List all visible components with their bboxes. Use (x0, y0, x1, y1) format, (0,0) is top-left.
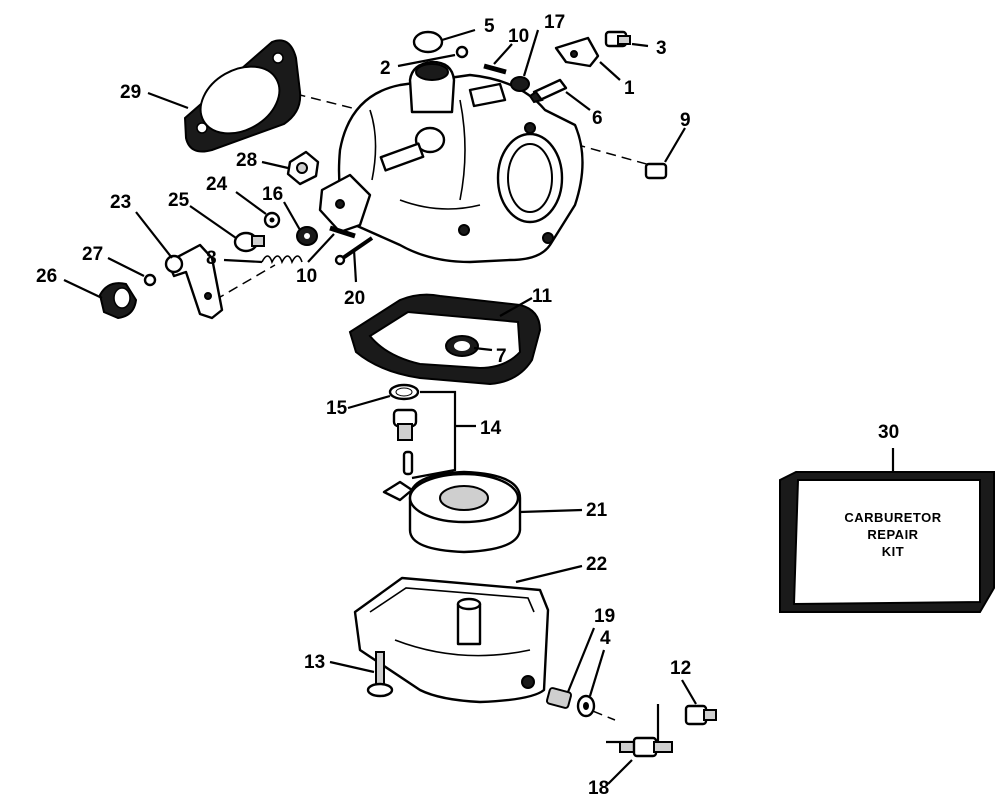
part-17-washer (510, 76, 530, 92)
callout-21: 21 (586, 500, 608, 521)
kit-label-line-2: REPAIR (867, 527, 918, 542)
callout-8: 8 (206, 248, 217, 269)
callout-20: 20 (344, 288, 365, 309)
part-8-spring (261, 255, 303, 265)
part-5-cup-plug (412, 30, 444, 54)
callout-13: 13 (304, 652, 325, 673)
part-18-fitting (619, 736, 673, 758)
part-22-float-bowl (353, 576, 550, 704)
callout-23: 23 (110, 192, 131, 213)
callout-30: 30 (878, 422, 899, 443)
kit-label-line-1: CARBURETOR (844, 510, 941, 525)
part-13-screw (366, 651, 394, 698)
callout-14: 14 (480, 418, 502, 439)
part-11-bowl-gasket (348, 293, 542, 386)
part-1-clip (554, 36, 600, 68)
callout-2: 2 (380, 58, 391, 79)
callout-11: 11 (532, 286, 553, 307)
callout-27: 27 (82, 244, 103, 265)
callout-28: 28 (236, 150, 257, 171)
part-30-repair-kit-box: CARBURETOR REPAIR KIT (779, 471, 995, 613)
callout-12: 12 (670, 658, 691, 679)
part-27-ring (143, 273, 157, 287)
part-14-needle-valve (392, 408, 418, 476)
part-26-bushing (98, 282, 138, 320)
callout-19: 19 (594, 606, 615, 627)
callout-24: 24 (206, 174, 228, 195)
part-24-washer (263, 211, 281, 229)
callout-9: 9 (680, 110, 691, 131)
part-16-washer (296, 226, 318, 246)
part-15-washer (388, 383, 420, 401)
callout-16: 16 (262, 184, 283, 205)
carburetor-body (337, 60, 584, 264)
part-19-plug (545, 687, 573, 709)
part-29-flange-gasket (183, 39, 302, 153)
kit-label-line-3: KIT (882, 544, 904, 559)
part-20-screw (334, 236, 374, 266)
part-10-pin-top (483, 63, 507, 75)
callout-25: 25 (168, 190, 190, 211)
part-12-plug-screw (684, 704, 717, 726)
part-7-seal (445, 335, 479, 357)
callout-17: 17 (544, 12, 565, 33)
callout-26: 26 (36, 266, 57, 287)
part-4-washer (576, 694, 596, 718)
callout-6: 6 (592, 108, 603, 129)
callout-5: 5 (484, 16, 495, 37)
parts-12-18-bracket (606, 704, 660, 744)
part-9-plug (644, 162, 668, 180)
callout-10-mid: 10 (296, 266, 317, 287)
callout-7: 7 (496, 346, 507, 367)
part-6-needle (528, 78, 568, 104)
callout-1: 1 (624, 78, 635, 99)
callout-labels: 5 10 17 3 2 29 1 6 9 28 24 25 16 23 27 8… (36, 12, 899, 799)
part-21-float (382, 470, 522, 554)
part-3-screw (604, 30, 631, 48)
part-2-ball (455, 45, 469, 59)
part-throttle-plate (318, 173, 372, 234)
callout-15: 15 (326, 398, 348, 419)
part-14-bracket (411, 390, 457, 480)
part-23-lever (164, 243, 224, 320)
callout-22: 22 (586, 554, 607, 575)
callout-10-top: 10 (508, 26, 529, 47)
part-10-pin-mid (329, 225, 356, 239)
part-25-screw (233, 231, 265, 253)
callout-18: 18 (588, 778, 609, 799)
callout-4: 4 (600, 628, 611, 649)
callout-29: 29 (120, 82, 141, 103)
leader-lines (63, 28, 895, 785)
callout-3: 3 (656, 38, 667, 59)
part-28-nut (286, 150, 320, 186)
